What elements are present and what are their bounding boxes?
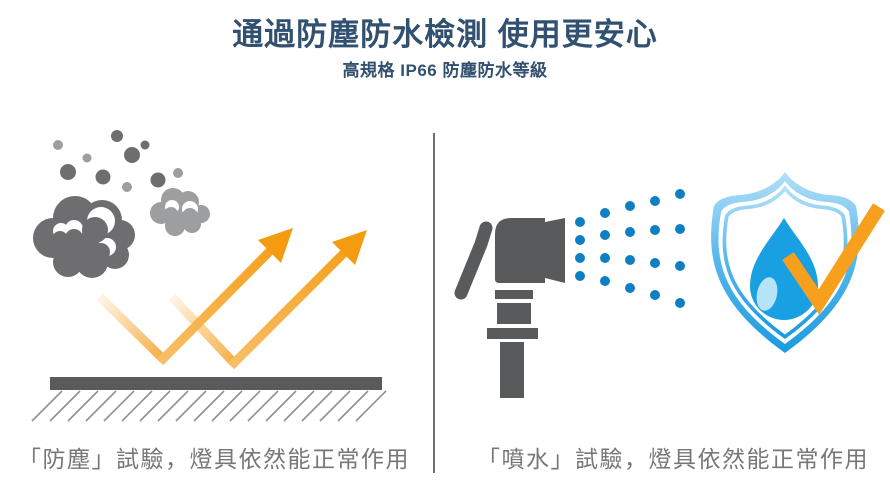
dust-particles-icon bbox=[60, 130, 166, 188]
arrow-head-icon bbox=[258, 228, 293, 263]
bounce-arrows-icon bbox=[96, 228, 367, 370]
water-test-caption: 「噴水」試驗，燈具依然能正常作用 bbox=[477, 446, 869, 472]
header: 通過防塵防水檢測 使用更安心 高規格 IP66 防塵防水等級 bbox=[0, 17, 890, 81]
nozzle-tip bbox=[545, 218, 565, 283]
water-spray-illustration bbox=[454, 172, 885, 398]
dust-test-caption: 「防塵」試驗，燈具依然能正常作用 bbox=[18, 446, 410, 472]
panel-divider bbox=[433, 133, 435, 473]
dust-cloud-large-icon bbox=[33, 196, 135, 278]
page-title: 通過防塵防水檢測 使用更安心 bbox=[232, 17, 658, 52]
shield-droplet-check-icon bbox=[711, 172, 885, 353]
page-subtitle: 高規格 IP66 防塵防水等級 bbox=[342, 61, 548, 80]
surface-hatching bbox=[31, 390, 387, 422]
water-drop-highlight bbox=[756, 277, 778, 311]
nozzle-pipe bbox=[500, 342, 524, 398]
surface-bar bbox=[50, 377, 382, 390]
dust-test-illustration bbox=[31, 130, 387, 422]
nozzle-body bbox=[495, 218, 545, 283]
dust-cloud-small-icon bbox=[150, 188, 210, 236]
arrow-head-icon bbox=[332, 230, 367, 265]
water-spray-dots-icon bbox=[575, 189, 685, 308]
nozzle-handle bbox=[454, 221, 493, 300]
check-mark-icon bbox=[782, 203, 885, 315]
dust-particles-light-icon bbox=[53, 140, 183, 192]
spray-nozzle-icon bbox=[454, 218, 565, 398]
